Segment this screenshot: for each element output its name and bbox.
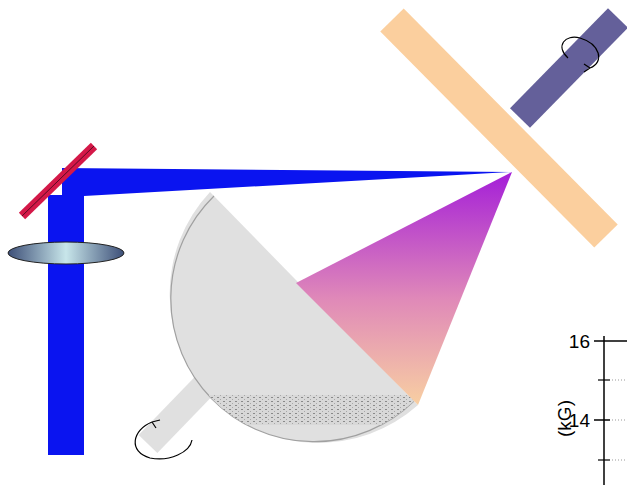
arrow-head bbox=[584, 64, 590, 72]
chart-axis bbox=[594, 336, 627, 485]
laser-beam bbox=[48, 195, 84, 455]
lens bbox=[8, 242, 124, 264]
axis-unit: (kG) bbox=[555, 400, 574, 437]
powder bbox=[200, 395, 430, 425]
rotation-arrow bbox=[135, 422, 192, 459]
mirror bbox=[22, 146, 94, 216]
focused-beam bbox=[62, 168, 512, 196]
plume bbox=[296, 172, 512, 405]
target-shaft bbox=[520, 18, 618, 118]
axis-tick-label: 16 bbox=[569, 332, 590, 351]
rotation-arrow bbox=[562, 37, 599, 68]
chamber-shaft bbox=[148, 385, 205, 444]
arrow-head bbox=[152, 420, 160, 428]
mirror-edge bbox=[22, 146, 94, 216]
